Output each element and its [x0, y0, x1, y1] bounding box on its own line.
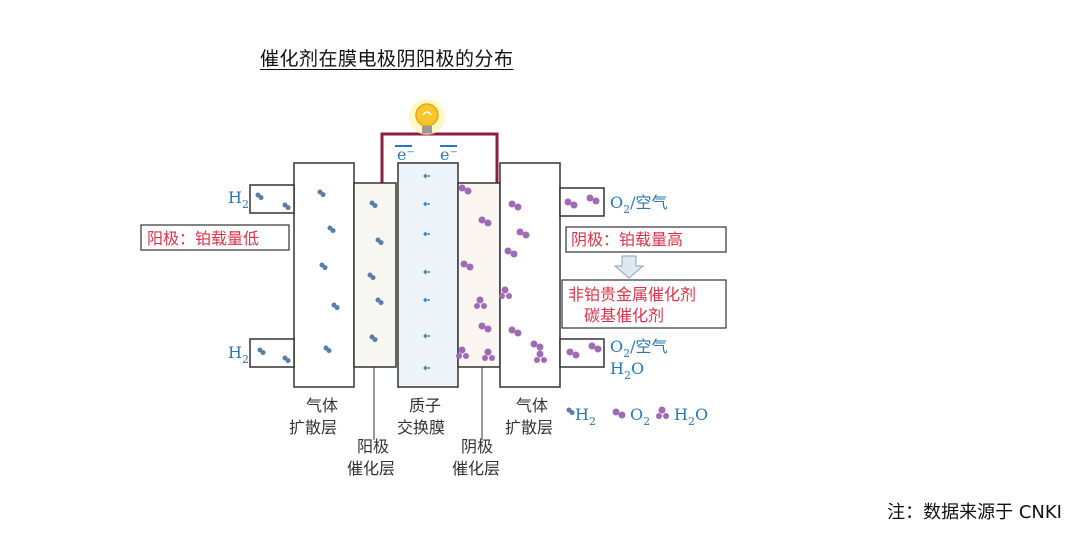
- h2-inlet-label-top: H2: [228, 188, 249, 211]
- o2-air-inlet-label-top: O2/空气: [610, 193, 668, 216]
- proton-arrows: [423, 173, 430, 371]
- gdl-left-label-1: 气体: [306, 396, 338, 415]
- cathode-callout-box: [565, 226, 727, 253]
- gas-diffusion-layer-left: [293, 162, 355, 388]
- legend-o2-label: O2: [630, 405, 650, 428]
- alternative-catalyst-line1: 非铂贵金属催化剂: [568, 285, 696, 304]
- cathode-catalyst-layer: [457, 182, 501, 368]
- gas-diffusion-layer-right: [499, 162, 561, 388]
- cathode-cl-label-1: 阴极: [461, 437, 493, 456]
- h2-inlet-label-bottom: H2: [228, 343, 249, 366]
- water-outlet-label: H2O: [610, 359, 644, 382]
- cathode-outlet-bottom: [559, 338, 605, 368]
- anode-catalyst-layer: [353, 182, 397, 368]
- anode-callout-box: [140, 224, 290, 251]
- anode-cl-label-2: 催化层: [347, 459, 395, 478]
- oxygen-molecules: [456, 184, 602, 363]
- hydrogen-molecules: [255, 189, 384, 364]
- legend-h2o-label: H2O: [674, 405, 708, 428]
- light-bulb-icon: [409, 99, 445, 135]
- diagram-title: 催化剂在膜电极阴阳极的分布: [260, 48, 514, 70]
- cathode-callout-text: 阴极：铂载量高: [571, 230, 683, 249]
- circuit-wire: [380, 132, 499, 183]
- gdl-right-label-2: 扩散层: [505, 418, 553, 437]
- source-footnote: 注：数据来源于 CNKI: [887, 502, 1062, 523]
- alternative-catalyst-box: [561, 279, 727, 329]
- anode-callout-text: 阳极：铂载量低: [147, 229, 259, 248]
- down-arrow-icon: [613, 255, 645, 279]
- o2-air-label-bottom: O2/空气: [610, 337, 668, 360]
- anode-inlet-bottom: [249, 338, 295, 368]
- alternative-catalyst-line2: 碳基催化剂: [584, 306, 664, 325]
- membrane-label-2: 交换膜: [397, 418, 445, 437]
- proton-exchange-membrane: [397, 162, 459, 388]
- electron-label-right: e⁻: [440, 145, 458, 164]
- membrane-label-1: 质子: [409, 396, 441, 415]
- cathode-cl-label-2: 催化层: [452, 459, 500, 478]
- legend: H2 O2 H2O: [566, 405, 708, 428]
- anode-cl-label-1: 阳极: [357, 437, 389, 456]
- gdl-right-label-1: 气体: [516, 396, 548, 415]
- legend-h2-label: H2: [575, 405, 596, 428]
- electron-label-left: e⁻: [397, 145, 415, 164]
- gdl-left-label-2: 扩散层: [289, 418, 337, 437]
